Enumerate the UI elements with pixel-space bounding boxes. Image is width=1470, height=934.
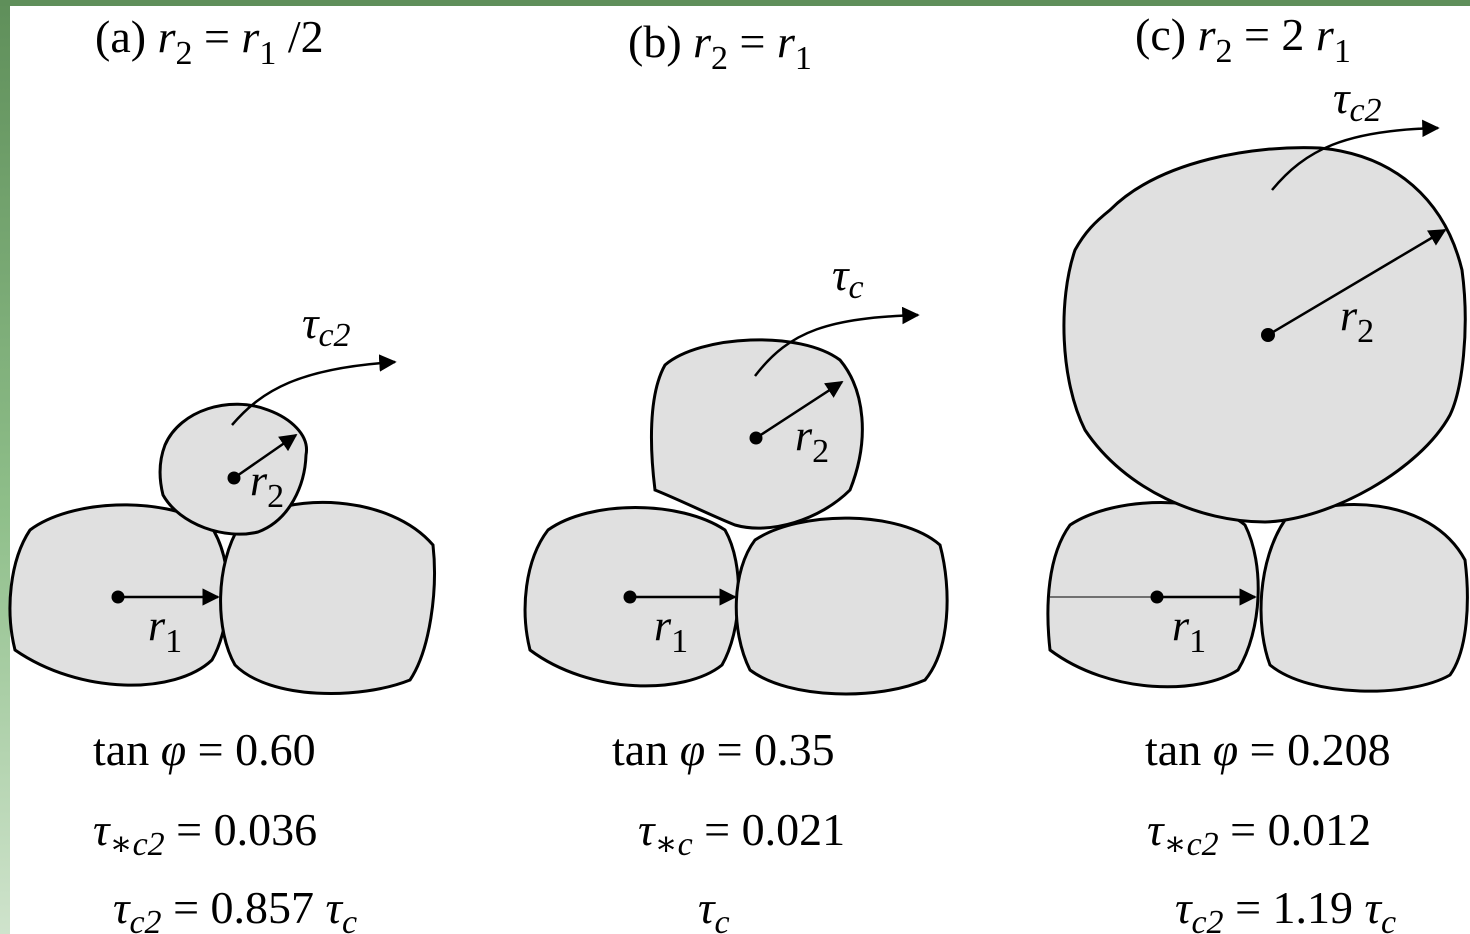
slide-top-accent [0,0,1470,6]
shear-label: τc2 [1333,72,1382,129]
grain-bottom-right [1259,503,1469,693]
panel-c-title: (c) r2 = 2 r1 [1135,9,1351,70]
entrainment-arrow [1271,119,1440,191]
grain-top-small [158,402,308,536]
radius-label-r1: r1 [148,601,182,660]
panel-b-title: (b) r2 = r1 [628,16,812,77]
radius-label-r1: r1 [654,601,688,660]
panel-c: (c) r2 = 2 r1 r1 r2 τc2 tan φ = 0.208 τ∗… [1046,9,1469,934]
grain-bottom-right [734,516,949,696]
radius-label-r1: r1 [1172,601,1206,660]
radius-vector-r2 [233,433,298,480]
critical-shields-value: τ∗c2 = 0.036 [93,804,317,863]
critical-shear-ratio: τc2 = 1.19 τc [1175,882,1396,934]
shear-label: τc [832,249,864,306]
critical-shields-value: τ∗c = 0.021 [638,804,845,863]
radius-label-r2: r2 [795,411,829,470]
radius-vector-r2 [1267,228,1447,337]
critical-shear-ratio: τc [698,882,730,934]
grain-bottom-right [219,500,436,696]
entrainment-arrow [231,354,397,426]
panel-b: (b) r2 = r1 r1 r2 τc tan φ = 0.35 τ∗c = … [523,16,949,934]
radius-label-r2: r2 [250,456,284,515]
panel-a-title: (a) r2 = r1 /2 [95,11,324,72]
radius-vector-r2 [755,380,844,440]
critical-shields-value: τ∗c2 = 0.012 [1147,804,1371,863]
tan-phi-value: tan φ = 0.35 [612,724,835,775]
slide-accent-bar [0,0,10,934]
entrainment-arrow [754,306,920,377]
tan-phi-value: tan φ = 0.60 [93,724,316,775]
radius-label-r2: r2 [1340,291,1374,350]
critical-shear-ratio: τc2 = 0.857 τc [113,882,357,934]
tan-phi-value: tan φ = 0.208 [1145,724,1391,775]
panel-a: (a) r2 = r1 /2 r1 r2 τc2 tan φ = 0.60 τ∗… [8,11,436,934]
shear-label: τc2 [302,297,351,354]
